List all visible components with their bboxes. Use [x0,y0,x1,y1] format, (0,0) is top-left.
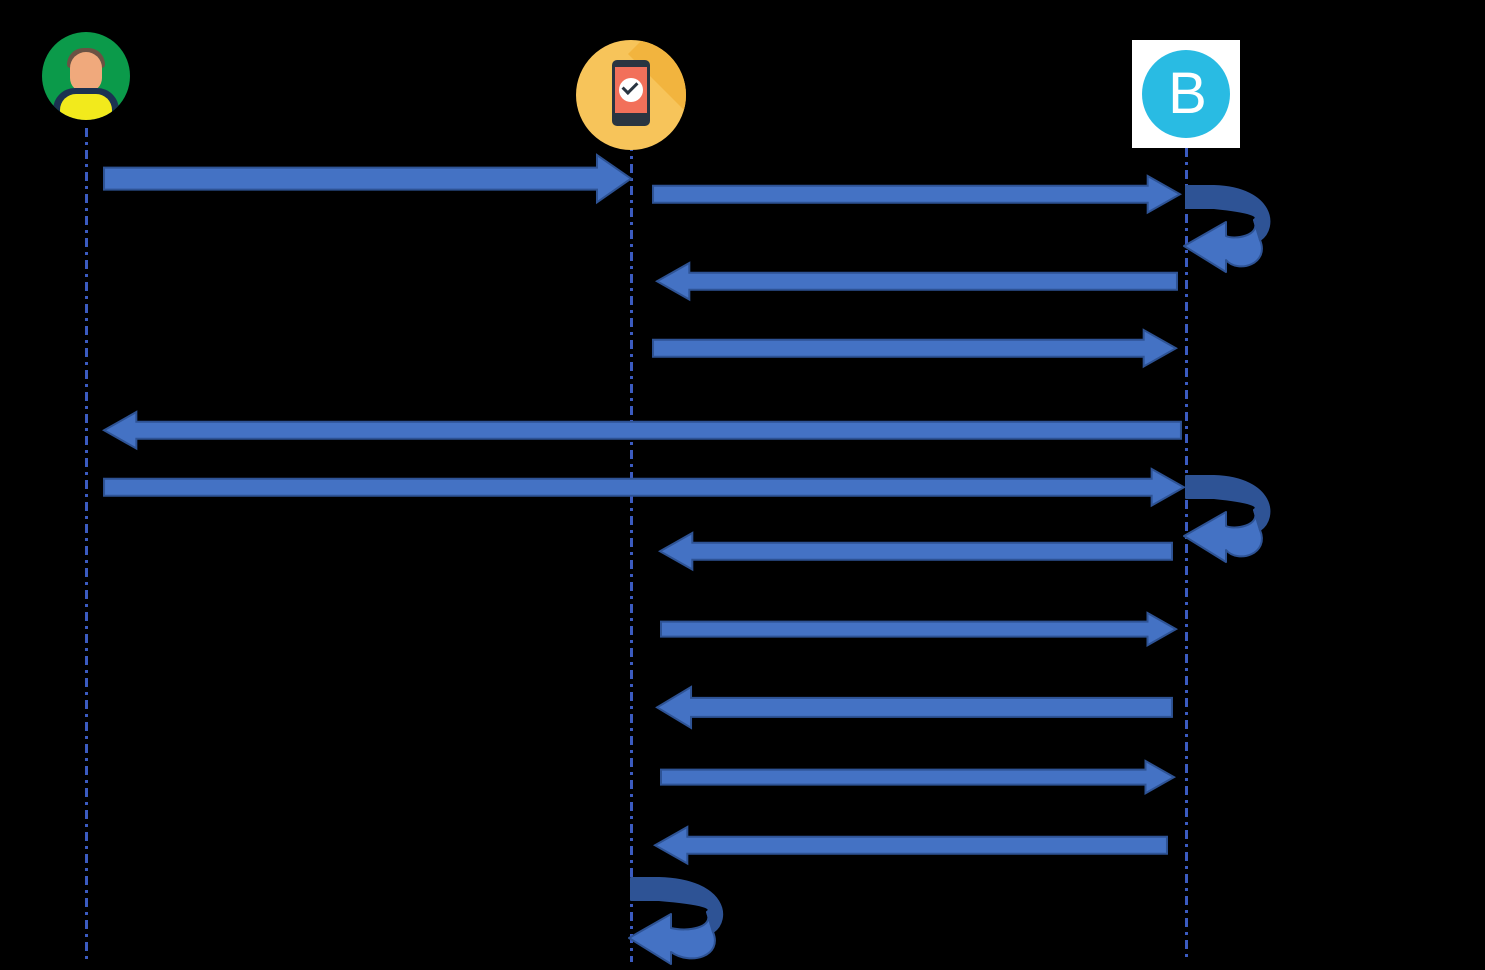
self-loop-arrow-s3[interactable] [627,872,737,970]
lifeline-backend [1185,148,1188,962]
message-arrow-m6[interactable] [103,467,1186,507]
avatar-shirt [60,94,112,120]
mobile-app-circle [576,40,686,150]
lifeline-user [85,128,88,962]
backend-logo-tile: B [1132,40,1240,148]
self-loop-arrow-s1[interactable] [1182,180,1284,278]
backend-logo-disc [1142,50,1230,138]
user-avatar-circle [42,32,130,120]
user-avatar-icon[interactable] [42,32,130,120]
self-loop-arrow-s2[interactable] [1182,470,1284,568]
check-circle [619,78,643,102]
message-arrow-m2[interactable] [652,174,1183,214]
message-arrow-m7[interactable] [657,531,1173,571]
backend-logo-letter: B [1168,61,1207,126]
message-arrow-m1[interactable] [103,153,633,205]
mobile-app-icon[interactable] [576,40,686,150]
message-arrow-m3[interactable] [654,261,1178,301]
message-arrow-m8[interactable] [660,611,1179,647]
message-arrow-m11[interactable] [652,825,1168,865]
message-arrow-m9[interactable] [655,684,1173,730]
message-arrow-m5[interactable] [102,410,1182,450]
backend-service-icon[interactable]: B [1132,40,1240,148]
lifeline-mobile [630,142,633,962]
message-arrow-m4[interactable] [652,328,1179,368]
message-arrow-m10[interactable] [660,759,1177,795]
